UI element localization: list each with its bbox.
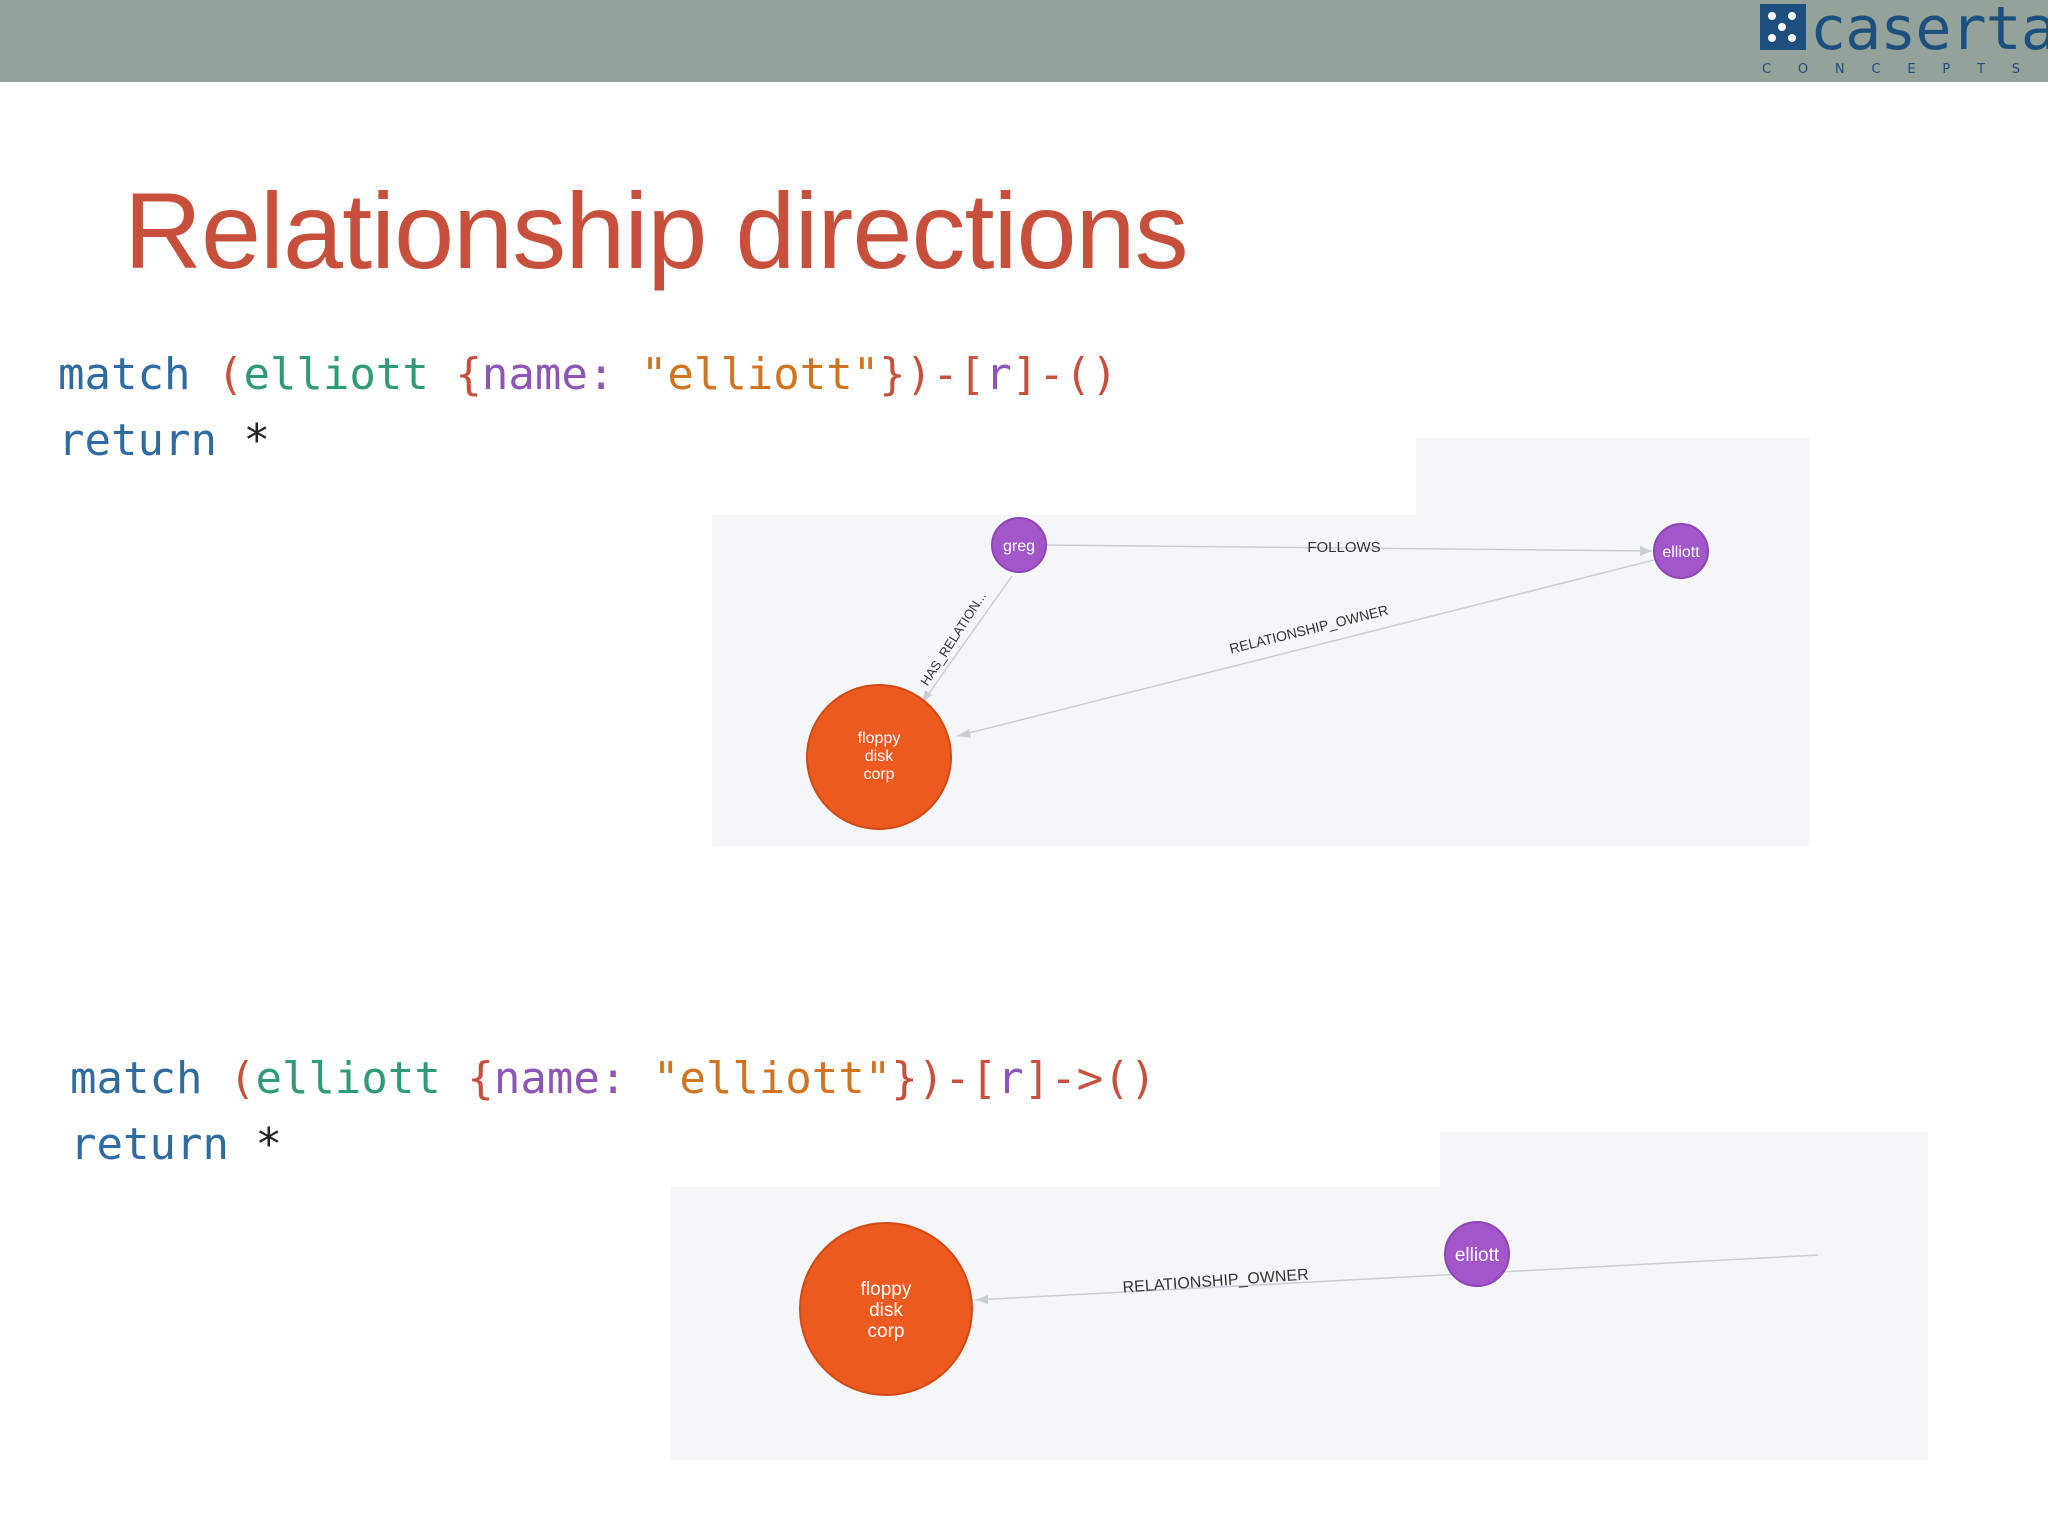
node-elliott-2[interactable]: elliott [1444, 1221, 1510, 1287]
graph-2: RELATIONSHIP_OWNER elliott floppy disk c… [670, 1132, 1930, 1462]
node-elliott[interactable]: elliott [1653, 523, 1709, 579]
svg-text:elliott: elliott [1662, 544, 1700, 561]
svg-text:disk: disk [865, 748, 894, 765]
node-floppy-disk-corp-2[interactable]: floppy disk corp [799, 1222, 973, 1396]
svg-text:corp: corp [863, 766, 894, 783]
logo-icon [1760, 4, 1806, 50]
graph-1: FOLLOWS HAS_RELATION... RELATIONSHIP_OWN… [712, 438, 1812, 848]
svg-text:corp: corp [868, 1321, 905, 1342]
svg-text:floppy: floppy [858, 730, 901, 747]
svg-text:greg: greg [1003, 538, 1035, 555]
svg-text:floppy: floppy [861, 1279, 912, 1300]
logo-wordmark: caserta [1810, 0, 2048, 64]
query-2-code: match (elliott {name: "elliott"})-[r]->(… [70, 1053, 1157, 1170]
svg-text:disk: disk [869, 1300, 903, 1321]
svg-text:elliott: elliott [1455, 1245, 1500, 1266]
node-greg[interactable]: greg [991, 517, 1047, 573]
edge-label-follows: FOLLOWS [1307, 539, 1380, 556]
node-floppy-disk-corp[interactable]: floppy disk corp [806, 684, 952, 830]
query-1-code: match (elliott {name: "elliott"})-[r]-()… [58, 349, 1118, 466]
slide-title: Relationship directions [124, 170, 1189, 291]
